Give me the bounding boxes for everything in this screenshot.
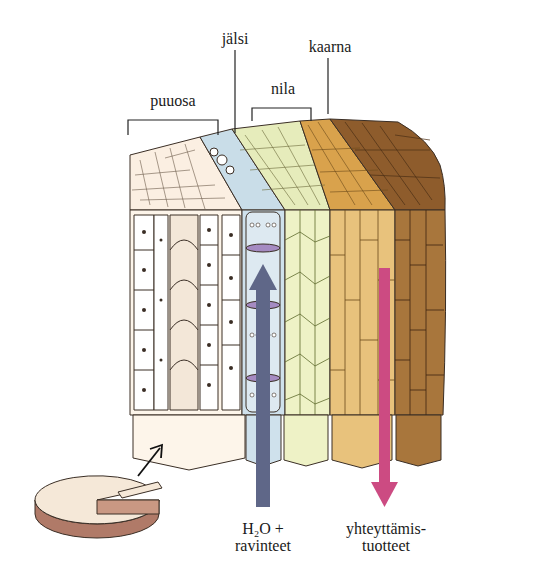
part-label: kaarna [290,38,370,55]
phloem-tab [284,415,328,466]
leader-line [327,58,328,114]
cell-nuclei [142,228,233,392]
inner-bark-cells-top [308,122,388,205]
wood-cells [134,215,240,410]
disk-slice [118,482,162,498]
phloem-front [285,210,330,415]
part-label: nila [253,80,313,97]
nucleus [160,299,163,302]
vessel-top [217,155,227,165]
nucleus [229,366,233,370]
sugar-arrow-head [371,482,398,507]
nucleus [142,308,146,312]
pore [272,333,276,337]
leader-line [234,50,235,133]
pit-arc [170,240,198,370]
vessel-top [210,148,218,156]
cell-wall [134,245,240,370]
nucleus [142,348,146,352]
sugar-arrow-shaft [379,268,390,484]
nucleus [142,268,146,272]
part-label: yhteyttämis- tuotteet [334,520,438,554]
pointer-line [138,448,160,476]
nucleus [207,303,211,307]
stem-block [130,119,446,470]
water-arrow-head [249,264,277,290]
pore [272,393,276,397]
nucleus [207,343,211,347]
nucleus [142,388,146,392]
pore [250,393,254,397]
nucleus [207,228,211,232]
nucleus [229,276,233,280]
tracheid [134,215,154,410]
part-label: jälsi [205,30,265,47]
nucleus [207,383,211,387]
vessel-element [170,215,198,410]
outer-bark-front [395,210,446,415]
outer-bark-tab [396,415,441,466]
tracheid [222,215,240,410]
pore [272,223,276,227]
nucleus [229,233,233,237]
sieve-plate [246,244,280,252]
tracheid [200,215,218,410]
disk-cut [97,500,159,514]
nucleus [207,263,211,267]
outer-bark-cells [395,210,444,415]
pore [250,333,254,337]
outer-bark-top [330,119,445,210]
wood-cells-top [132,144,225,209]
part-label: puuosa [128,92,218,109]
phloem-cells [285,210,330,415]
vessel-top [226,166,234,174]
pore [256,223,260,227]
pore [266,223,270,227]
bracket [252,108,311,121]
pore [250,223,254,227]
outer-bark-cells-top [345,122,440,205]
nucleus [142,230,146,234]
pointer-head [150,445,162,458]
wood-front [130,210,242,415]
part-label: H₂O + ravinteet [224,520,302,554]
nucleus [160,359,163,362]
disk-top [35,476,159,524]
nucleus [229,320,233,324]
nucleus [160,239,163,242]
phloem-cells-top [240,127,325,205]
water-arrow-shaft [256,285,270,507]
bracket [128,120,218,135]
tracheid [154,215,168,410]
